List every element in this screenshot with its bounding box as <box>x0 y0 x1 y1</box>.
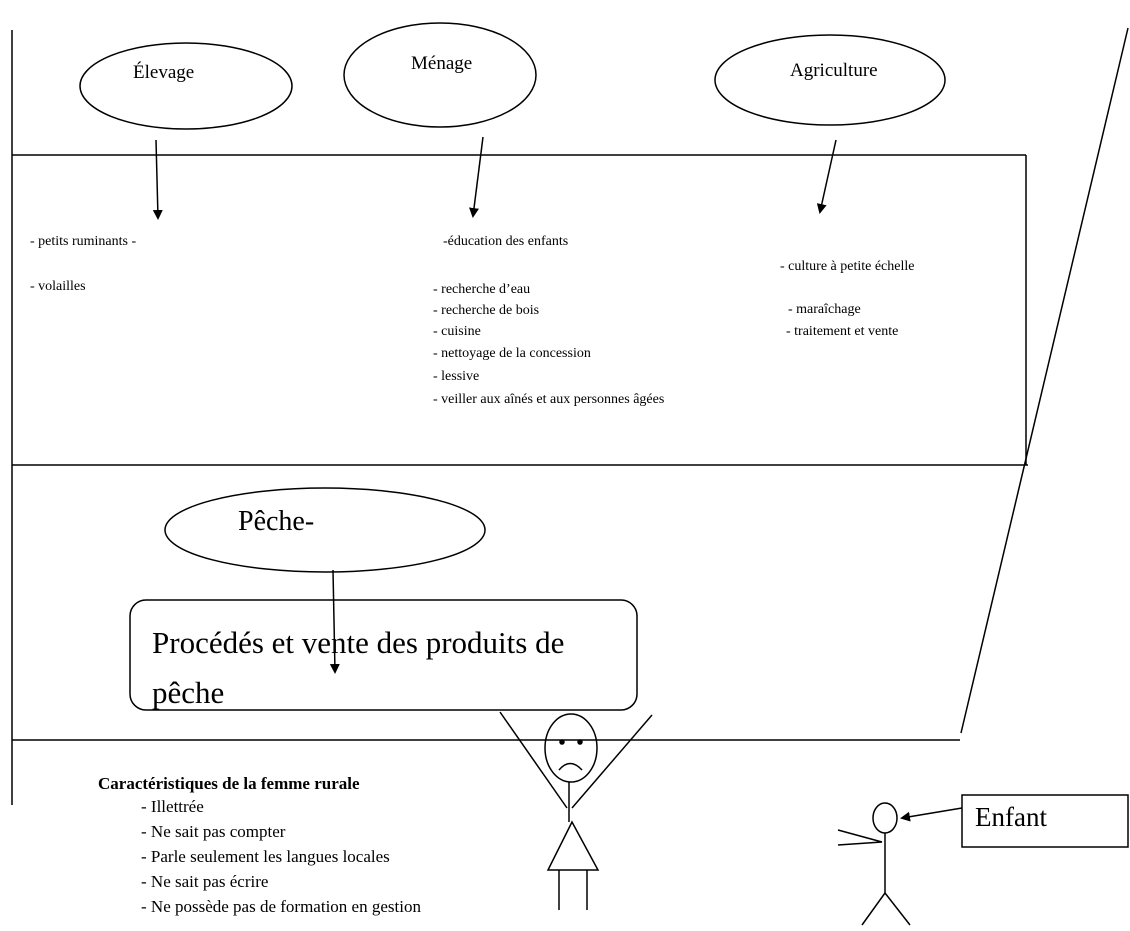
child-head <box>872 802 898 834</box>
characteristic-item: - Ne possède pas de formation en gestion <box>141 897 421 916</box>
agriculture-item: - maraîchage <box>788 302 861 317</box>
child-right-leg <box>884 892 911 926</box>
characteristic-item: - Ne sait pas écrire <box>141 872 269 891</box>
menage-item: - nettoyage de la concession <box>433 346 591 361</box>
oval-peche <box>164 487 486 573</box>
arrow-peche <box>329 569 340 674</box>
oval-menage <box>343 22 537 128</box>
characteristics-title: Caractéristiques de la femme rurale <box>98 774 360 793</box>
oval-label-agriculture: Agriculture <box>790 60 878 81</box>
arrow-enfant <box>900 807 963 822</box>
oval-elevage <box>79 42 293 130</box>
woman-right-eye <box>577 739 583 745</box>
menage-item: - cuisine <box>433 324 481 339</box>
child-left-arm-upper <box>837 829 883 843</box>
woman-left-arm <box>499 711 568 809</box>
oval-label-menage: Ménage <box>411 53 473 74</box>
menage-item: - lessive <box>433 369 480 384</box>
agriculture-item: - traitement et vente <box>786 324 899 339</box>
diagonal-line <box>960 27 1129 734</box>
oval-label-peche: Pêche- <box>238 506 315 537</box>
oval-agriculture <box>714 34 946 126</box>
characteristic-item: - Illettrée <box>141 797 204 816</box>
enfant-label: Enfant <box>975 802 1047 832</box>
characteristic-item: - Parle seulement les langues locales <box>141 847 390 866</box>
arrow-menage <box>469 136 484 218</box>
woman-right-arm <box>571 714 653 809</box>
elevage-item: - volailles <box>30 279 86 294</box>
menage-item: - veiller aux aînés et aux personnes âgé… <box>433 392 665 407</box>
child-left-arm-lower <box>837 841 883 846</box>
menage-item: - recherche d’eau <box>433 282 531 297</box>
menage-item: -éducation des enfants <box>443 234 569 249</box>
arrow-elevage <box>152 139 163 220</box>
menage-item: - recherche de bois <box>433 303 540 318</box>
peche-products-box <box>129 599 638 711</box>
elevage-item: - petits ruminants - <box>30 234 137 249</box>
woman-sad-mouth <box>558 762 583 771</box>
arrow-agriculture <box>816 139 837 214</box>
characteristic-item: - Ne sait pas compter <box>141 822 286 841</box>
child-figure <box>837 802 911 926</box>
oval-label-elevage: Élevage <box>133 62 195 83</box>
woman-left-eye <box>559 739 565 745</box>
agriculture-item: - culture à petite échelle <box>780 259 915 274</box>
enfant-box <box>961 794 1129 848</box>
woman-figure <box>499 711 653 910</box>
peche-products-text: Procédés et vente des produits de pêche <box>152 625 565 710</box>
child-left-leg <box>861 892 886 926</box>
woman-dress <box>546 820 600 871</box>
woman-head <box>544 713 598 783</box>
